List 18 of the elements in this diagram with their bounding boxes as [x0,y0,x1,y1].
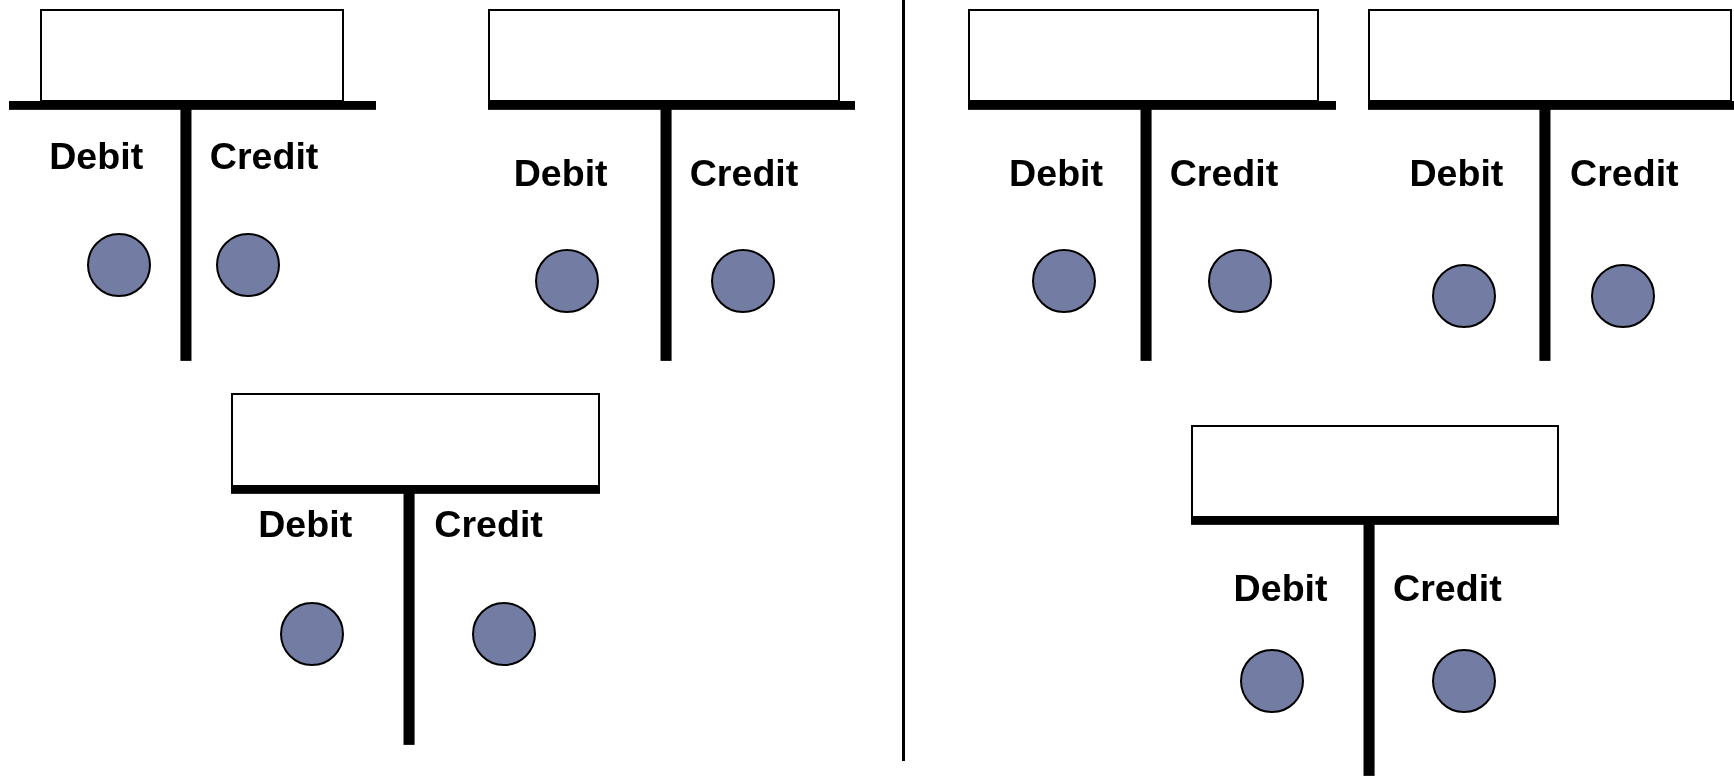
account-title-box [1191,424,1560,518]
column-heading: Debit [49,138,144,176]
column-heading: Credit [1570,154,1679,193]
account-title-box [487,8,841,102]
column-heading: Debit [1009,154,1104,193]
column-heading: Credit [689,154,799,193]
column-heading: Credit [209,138,319,176]
column-heading: Debit [513,154,608,193]
column-heading: Credit [1169,154,1279,193]
account-title-box [39,8,344,102]
column-heading: Debit [1233,570,1328,608]
column-heading: Credit [1393,570,1502,608]
account-title-box [231,392,601,487]
account-title-box [967,8,1320,102]
account-title-box [1367,8,1732,102]
column-heading: Credit [434,506,543,544]
column-heading: Debit [258,506,353,544]
column-heading: Debit [1409,154,1504,193]
